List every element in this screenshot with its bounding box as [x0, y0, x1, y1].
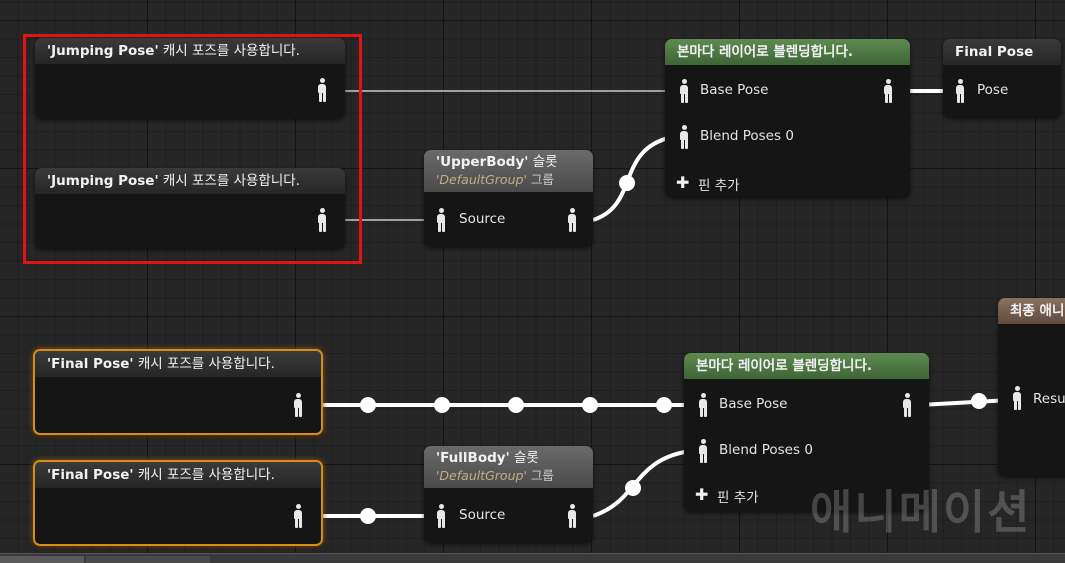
node-title-quote: 'UpperBody': [436, 154, 529, 170]
person-icon[interactable]: [955, 79, 965, 103]
wire-bubble: [625, 480, 641, 496]
node-header: 본마다 레이어로 블렌딩합니다.: [684, 353, 929, 379]
pin-label-blend-poses: Blend Poses 0: [700, 128, 794, 144]
wire-full-to-blendposes: [592, 449, 691, 518]
wire-bubble: [360, 397, 376, 413]
plus-icon[interactable]: ✚: [676, 173, 690, 192]
layered-blend-node-bottom[interactable]: 본마다 레이어로 블렌딩합니다. Base Pose Blend Poses 0…: [684, 353, 929, 511]
wire-blend-to-output: [919, 398, 1011, 407]
node-header: 최종 애니: [998, 298, 1065, 324]
node-header: 'FullBody' 슬롯 'DefaultGroup' 그룹: [424, 446, 593, 488]
bottom-tab[interactable]: [86, 556, 210, 563]
wire-bubble: [582, 397, 598, 413]
bottom-tab-bar: [0, 553, 1065, 563]
person-icon[interactable]: [317, 208, 327, 232]
pin-label-result: Resu: [1033, 391, 1065, 407]
cache-pose-node-final-1[interactable]: 'Final Pose' 캐시 포즈를 사용합니다.: [33, 349, 323, 435]
node-title-quote: 'Jumping Pose': [47, 173, 159, 189]
final-pose-node[interactable]: Final Pose Pose: [943, 39, 1061, 117]
pin-label-blend-poses: Blend Poses 0: [719, 442, 813, 458]
node-title-rest: 캐시 포즈를 사용합니다.: [158, 173, 300, 189]
cache-pose-node-final-2[interactable]: 'Final Pose' 캐시 포즈를 사용합니다.: [33, 460, 323, 546]
person-icon[interactable]: [567, 208, 577, 232]
node-title-quote: 'Final Pose': [47, 356, 134, 372]
node-header: 본마다 레이어로 블렌딩합니다.: [665, 39, 910, 65]
wire-bubble: [508, 397, 524, 413]
person-icon[interactable]: [436, 208, 446, 232]
person-icon[interactable]: [698, 439, 708, 463]
cache-pose-node-jumping-2[interactable]: 'Jumping Pose' 캐시 포즈를 사용합니다.: [35, 168, 345, 248]
person-icon[interactable]: [902, 393, 912, 417]
node-header: Final Pose: [943, 39, 1061, 65]
slot-node-upperbody[interactable]: 'UpperBody' 슬롯 'DefaultGroup' 그룹 Source: [424, 150, 593, 246]
pin-label-base-pose: Base Pose: [700, 82, 769, 98]
node-title-rest: 캐시 포즈를 사용합니다.: [133, 356, 275, 372]
selection-highlight-box: [23, 34, 362, 264]
pin-label-source: Source: [459, 211, 506, 227]
pin-label-pose: Pose: [977, 82, 1009, 98]
pin-label-source: Source: [459, 507, 506, 523]
group-suffix: 그룹: [526, 172, 554, 187]
person-icon[interactable]: [883, 79, 893, 103]
node-title-rest: 캐시 포즈를 사용합니다.: [158, 43, 300, 59]
wire-bubble: [360, 508, 376, 524]
slot-node-fullbody[interactable]: 'FullBody' 슬롯 'DefaultGroup' 그룹 Source: [424, 446, 593, 542]
person-icon[interactable]: [567, 504, 577, 528]
node-title-rest: 슬롯: [528, 154, 558, 170]
node-title-quote: 'Jumping Pose': [47, 43, 159, 59]
person-icon[interactable]: [698, 393, 708, 417]
add-pin-button[interactable]: 핀 추가: [717, 490, 759, 506]
wire-bubble: [971, 393, 987, 409]
node-header: 'Final Pose' 캐시 포즈를 사용합니다.: [35, 351, 321, 377]
node-header: 'UpperBody' 슬롯 'DefaultGroup' 그룹: [424, 150, 593, 192]
node-header: 'Jumping Pose' 캐시 포즈를 사용합니다.: [35, 38, 345, 64]
node-title-rest: 캐시 포즈를 사용합니다.: [133, 467, 275, 483]
person-icon[interactable]: [317, 78, 327, 102]
node-subtitle: 'DefaultGroup' 그룹: [436, 467, 581, 485]
node-title-rest: 슬롯: [509, 450, 539, 466]
person-icon[interactable]: [293, 393, 303, 417]
node-header: 'Jumping Pose' 캐시 포즈를 사용합니다.: [35, 168, 345, 194]
wire-bubble: [656, 397, 672, 413]
person-icon[interactable]: [679, 125, 689, 149]
node-title-quote: 'FullBody': [436, 450, 510, 466]
wire-bubble: [434, 397, 450, 413]
pin-label-base-pose: Base Pose: [719, 396, 788, 412]
plus-icon[interactable]: ✚: [695, 485, 709, 504]
person-icon[interactable]: [679, 79, 689, 103]
add-pin-button[interactable]: 핀 추가: [698, 178, 740, 194]
watermark-text: 애니메이션: [810, 485, 1032, 539]
group-name: 'DefaultGroup': [436, 172, 527, 187]
group-suffix: 그룹: [526, 468, 554, 483]
node-subtitle: 'DefaultGroup' 그룹: [436, 171, 581, 189]
person-icon[interactable]: [1012, 386, 1022, 410]
group-name: 'DefaultGroup': [436, 468, 527, 483]
node-title-quote: 'Final Pose': [47, 467, 134, 483]
node-header: 'Final Pose' 캐시 포즈를 사용합니다.: [35, 462, 321, 488]
wire-bubble: [619, 175, 635, 191]
person-icon[interactable]: [436, 504, 446, 528]
cache-pose-node-jumping-1[interactable]: 'Jumping Pose' 캐시 포즈를 사용합니다.: [35, 38, 345, 118]
person-icon[interactable]: [293, 504, 303, 528]
layered-blend-node-top[interactable]: 본마다 레이어로 블렌딩합니다. Base Pose Blend Poses 0…: [665, 39, 910, 197]
output-pose-node[interactable]: 최종 애니 Resu: [998, 298, 1065, 476]
bottom-tab[interactable]: [0, 556, 84, 563]
